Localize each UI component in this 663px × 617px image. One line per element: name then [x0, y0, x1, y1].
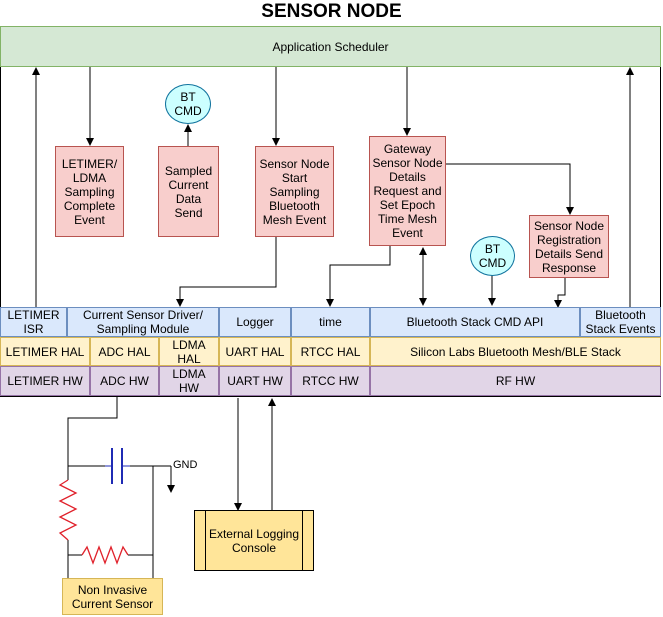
- arrow-gateway-to-registration: [446, 163, 574, 215]
- ldma-hw: LDMA HW: [159, 366, 219, 396]
- uart-hw: UART HW: [219, 366, 291, 396]
- gateway-details-event: Gateway Sensor Node Details Request and …: [369, 136, 446, 246]
- uart-hal: UART HAL: [219, 337, 291, 366]
- bt-stack-cmd-api: Bluetooth Stack CMD API: [370, 307, 580, 337]
- resistor-horizontal: [81, 545, 129, 565]
- rtcc-hal: RTCC HAL: [291, 337, 370, 366]
- non-invasive-current-sensor: Non Invasive Current Sensor: [62, 578, 163, 615]
- gnd-label: GND: [173, 459, 198, 471]
- arrow-gateway-to-time: [326, 246, 391, 307]
- ldma-hal: LDMA HAL: [159, 337, 219, 366]
- logger-module: Logger: [219, 307, 291, 337]
- start-sampling-event: Sensor Node Start Sampling Bluetooth Mes…: [255, 146, 334, 237]
- rf-hw: RF HW: [370, 366, 661, 396]
- adc-hal: ADC HAL: [90, 337, 159, 366]
- external-logging-console: External Logging Console: [194, 510, 314, 571]
- letimer-hw: LETIMER HW: [0, 366, 90, 396]
- application-scheduler: Application Scheduler: [0, 26, 661, 67]
- letimer-isr: LETIMER ISR: [0, 307, 67, 337]
- bt-cmd-right-circle: BT CMD: [470, 236, 515, 276]
- silabs-bt-stack: Silicon Labs Bluetooth Mesh/BLE Stack: [370, 337, 661, 366]
- diagram-title: SENSOR NODE: [261, 1, 402, 22]
- time-module: time: [291, 307, 370, 337]
- registration-response: Sensor Node Registration Details Send Re…: [529, 215, 609, 278]
- bt-cmd-top-circle: BT CMD: [165, 84, 211, 124]
- adc-hw: ADC HW: [90, 366, 159, 396]
- arrow-registration-to-api: [554, 278, 566, 308]
- resistor-vertical: [58, 479, 78, 541]
- bt-stack-events: Bluetooth Stack Events: [580, 307, 661, 337]
- letimer-hal: LETIMER HAL: [0, 337, 90, 366]
- console-label: External Logging Console: [208, 526, 300, 555]
- arrow-start-sampling-to-driver: [176, 237, 277, 307]
- current-sensor-driver: Current Sensor Driver/ Sampling Module: [67, 307, 219, 337]
- letimer-ldma-event: LETIMER/ LDMA Sampling Complete Event: [55, 146, 124, 237]
- sampled-data-send: Sampled Current Data Send: [158, 146, 219, 237]
- rtcc-hw: RTCC HW: [291, 366, 370, 396]
- wire-adc: [67, 397, 118, 467]
